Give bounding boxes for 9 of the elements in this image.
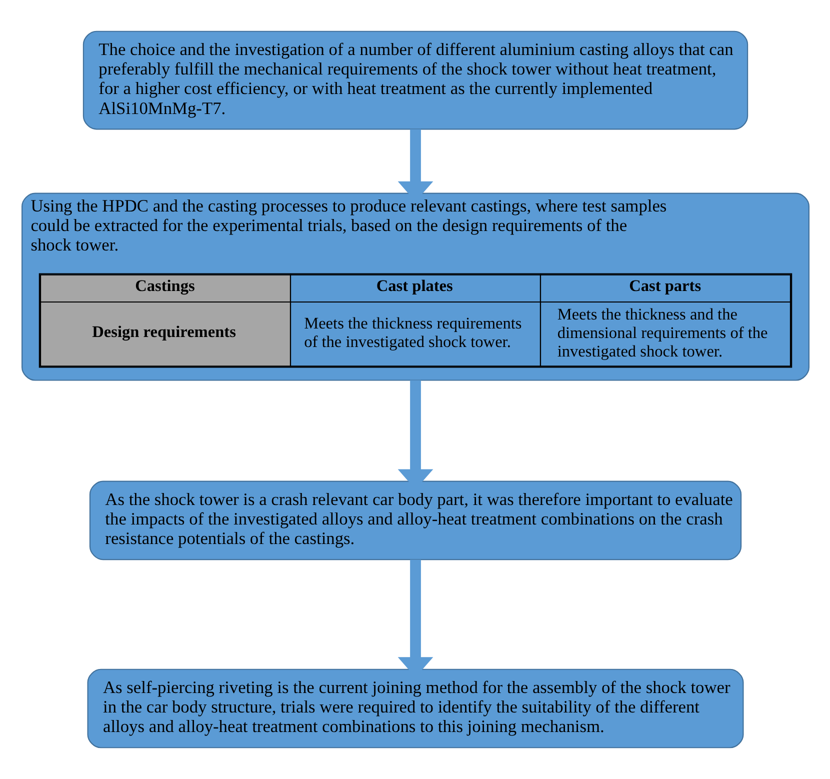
node-box: As the shock tower is a crash relevant car body part, it was therefore important to evaluate the impacts of the investigated alloys and alloy-heat treatment combinations on the crash resistance potentials of the castings. <box>88 480 742 560</box>
label: Castings <box>134 276 194 296</box>
node-box: As self-piercing riveting is the current joining method for the assembly of the shock tower in the car body structure, trials were required to identify the suitability of the different alloys and alloy-heat treatment combinations to this joining mechanism. <box>86 668 744 748</box>
label: Meets the thickness and the dimensional requirements of the investigated shock tower. <box>556 304 768 360</box>
label: Design requirements <box>92 322 236 341</box>
label: Cast parts <box>628 276 701 296</box>
label: Meets the thickness requirements of the investigated shock tower. <box>304 314 522 352</box>
label: Cast plates <box>376 276 452 296</box>
node-box: The choice and the investigation of a number of different aluminium casting alloys that can preferably fulfill the mechanical requirements of the shock tower without heat treatment, for a higher cost efficiency, or with heat treatment as the currently implemented AlSi10MnMg-T7. <box>82 30 748 130</box>
